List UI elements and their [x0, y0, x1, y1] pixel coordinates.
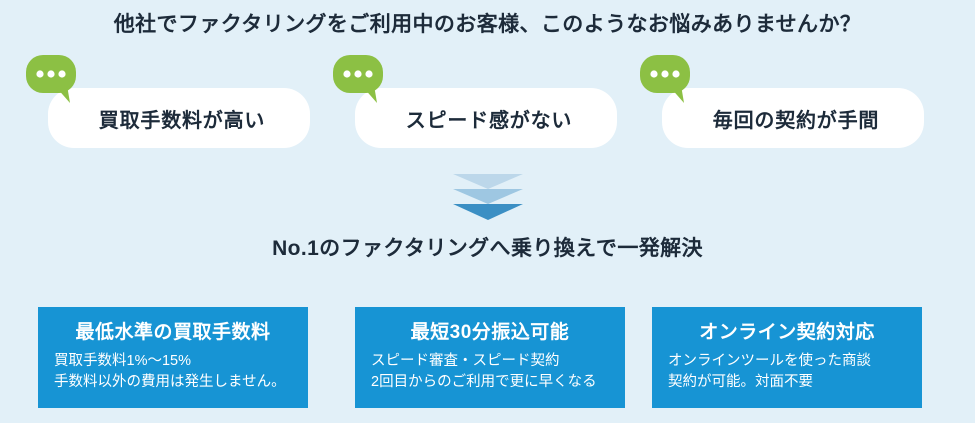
problem-card-row: 買取手数料が高い スピード感がない 毎回の契約が手間 [0, 55, 975, 155]
benefit-card-2-line-1: スピード審査・スピード契約 [371, 353, 560, 369]
benefit-card-3: オンライン契約対応 オンラインツールを使った商談 契約が可能。対面不要 [652, 307, 922, 408]
benefit-card-2: 最短30分振込可能 スピード審査・スピード契約 2回目からのご利用で更に早くなる [355, 307, 625, 408]
chevron-down-icon [452, 204, 523, 220]
problem-card-1-label: 買取手数料が高い [98, 109, 266, 132]
benefit-card-2-title: 最短30分振込可能 [410, 322, 570, 343]
speech-bubble-icon [26, 55, 84, 105]
benefit-card-3-title: オンライン契約対応 [699, 322, 875, 343]
benefit-card-2-line-2: 2回目からのご利用で更に早くなる [371, 374, 597, 391]
benefit-card-3-body: オンラインツールを使った商談 契約が可能。対面不要 [652, 351, 922, 393]
problem-card-2-label: スピード感がない [405, 109, 573, 132]
sub-headline: No.1のファクタリングへ乗り換えで一発解決 [272, 237, 703, 260]
problem-card-3: 毎回の契約が手間 [662, 88, 924, 148]
benefit-card-1: 最低水準の買取手数料 買取手数料1%〜15% 手数料以外の費用は発生しません。 [38, 307, 308, 408]
benefit-card-row: 最低水準の買取手数料 買取手数料1%〜15% 手数料以外の費用は発生しません。 … [0, 307, 975, 408]
problem-card-2: スピード感がない [355, 88, 617, 148]
chevron-down-icon [452, 174, 523, 189]
speech-bubble-icon [640, 55, 698, 105]
page-title: 他社でファクタリングをご利用中のお客様、このようなお悩みありませんか？ [113, 13, 862, 36]
chevron-down-icon [452, 189, 523, 204]
speech-bubble-icon [333, 55, 391, 105]
benefit-card-1-body: 買取手数料1%〜15% 手数料以外の費用は発生しません。 [38, 351, 308, 393]
chevron-down-icon-group [0, 172, 975, 224]
benefit-card-1-title: 最低水準の買取手数料 [75, 322, 271, 343]
benefit-card-1-line-1: 買取手数料1%〜15% [54, 353, 191, 369]
problem-card-1: 買取手数料が高い [48, 88, 310, 148]
benefit-card-1-line-2: 手数料以外の費用は発生しません。 [54, 374, 286, 391]
benefit-card-3-line-1: オンラインツールを使った商談 [668, 353, 871, 369]
benefit-card-3-line-2: 契約が可能。対面不要 [668, 374, 813, 391]
problem-card-3-label: 毎回の契約が手間 [712, 109, 880, 132]
benefit-card-2-body: スピード審査・スピード契約 2回目からのご利用で更に早くなる [355, 351, 625, 393]
